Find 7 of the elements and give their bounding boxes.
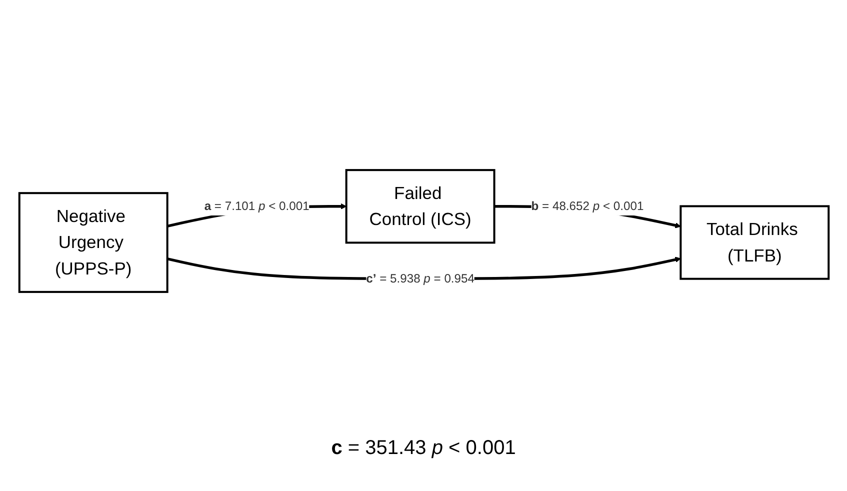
node-box: Failed Control (ICS) [344, 169, 495, 244]
edge-label: b = 48.652 p < 0.001 [530, 199, 644, 213]
node-box: Total Drinks (TLFB) [679, 205, 830, 280]
coefficient-text: c = 351.43 p < 0.001 [331, 437, 516, 460]
edge-label: a = 7.101 p < 0.001 [204, 199, 309, 213]
node-box: Negative Urgency (UPPS-P) [18, 192, 168, 293]
edge-label: c’ = 5.938 p = 0.954 [366, 272, 474, 286]
